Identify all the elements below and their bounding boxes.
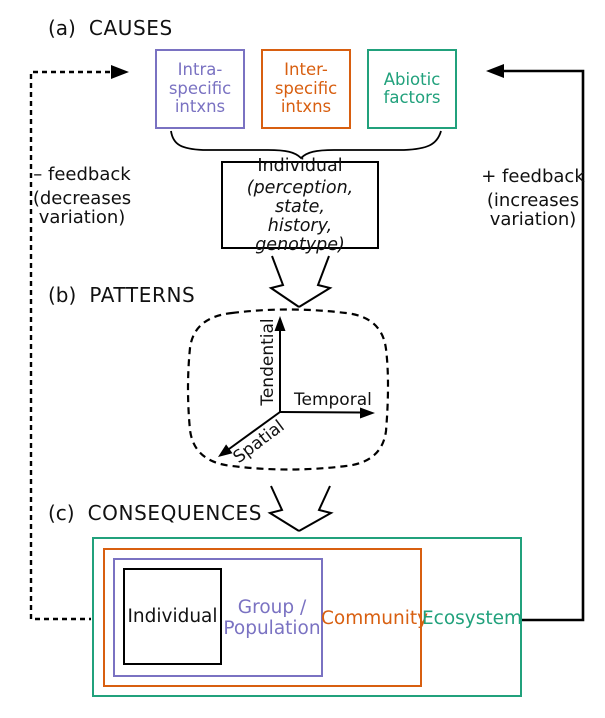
section-heading-patterns: (b) PATTERNS bbox=[48, 283, 195, 307]
section-title-consequences: CONSEQUENCES bbox=[87, 501, 263, 525]
label-line: Abiotic bbox=[383, 69, 441, 89]
label-line: Population bbox=[223, 618, 321, 639]
cause-box-abiotic-label: Abiotic factors bbox=[383, 69, 441, 108]
negative-feedback-line: (decreases bbox=[32, 188, 132, 209]
negative-feedback-title: – feedback bbox=[33, 164, 131, 185]
negative-feedback-line: variation) bbox=[38, 207, 126, 228]
consequences-box-individual: Individual bbox=[123, 568, 222, 665]
consequences-label-ecosystem: Ecosystem bbox=[421, 608, 523, 629]
label-line: Inter- bbox=[284, 60, 328, 80]
cause-box-interspecific: Inter- specific intxns bbox=[261, 49, 351, 129]
label-line: intxns bbox=[280, 97, 332, 117]
section-heading-causes: (a) CAUSES bbox=[48, 16, 173, 40]
down-arrow-consequences-left-stroke bbox=[267, 485, 300, 532]
label-line: Intra- bbox=[177, 60, 223, 80]
causes-brace bbox=[170, 130, 442, 160]
section-title-causes: CAUSES bbox=[88, 16, 173, 40]
down-arrow-patterns-right-stroke bbox=[298, 255, 333, 308]
label-line: factors bbox=[383, 88, 441, 107]
individual-box-title: Individual bbox=[257, 155, 343, 176]
negative-feedback-label: – feedback (decreases variation) bbox=[24, 165, 140, 227]
negative-feedback-arrowhead-icon bbox=[111, 65, 129, 79]
consequences-box-community bbox=[103, 548, 422, 687]
positive-feedback-title: + feedback bbox=[481, 166, 585, 187]
cause-box-interspecific-label: Inter- specific intxns bbox=[275, 61, 337, 117]
cause-box-intraspecific-label: Intra- specific intxns bbox=[169, 61, 231, 117]
detail-line: history, genotype) bbox=[255, 215, 345, 255]
axis-label-temporal: Temporal bbox=[294, 390, 372, 410]
section-title-patterns: PATTERNS bbox=[89, 283, 196, 307]
consequences-label-individual: Individual bbox=[127, 606, 218, 627]
label-line: specific bbox=[168, 78, 232, 98]
axis-label-tendential: Tendential bbox=[258, 318, 278, 406]
label-line: specific bbox=[274, 78, 338, 98]
individual-box: Individual (perception, state, history, … bbox=[221, 156, 379, 254]
down-arrow-consequences-right-stroke bbox=[298, 485, 334, 532]
section-index-c: (c) bbox=[48, 501, 75, 525]
section-index-b: (b) bbox=[48, 283, 77, 307]
positive-feedback-label: + feedback (increases variation) bbox=[481, 167, 585, 229]
label-line: Group / bbox=[237, 597, 307, 618]
down-arrow-patterns-left-stroke bbox=[268, 255, 300, 308]
individual-box-detail: (perception, state, history, genotype) bbox=[223, 177, 377, 255]
cause-box-abiotic: Abiotic factors bbox=[367, 49, 457, 129]
axis-temporal-line bbox=[279, 411, 363, 414]
positive-feedback-line: variation) bbox=[489, 209, 577, 230]
consequences-label-group-population: Group / Population bbox=[222, 597, 322, 639]
detail-line: (perception, state, bbox=[246, 177, 354, 217]
consequences-label-community: Community bbox=[321, 608, 429, 629]
axis-label-spatial: Spatial bbox=[229, 416, 289, 468]
section-index-a: (a) bbox=[48, 16, 76, 40]
cause-box-intraspecific: Intra- specific intxns bbox=[155, 49, 245, 129]
positive-feedback-arrowhead-icon bbox=[486, 64, 504, 78]
consequences-box-group-population bbox=[113, 558, 323, 677]
section-heading-consequences: (c) CONSEQUENCES bbox=[48, 501, 262, 525]
label-line: intxns bbox=[174, 97, 226, 117]
consequences-box-ecosystem bbox=[92, 537, 522, 697]
positive-feedback-line: (increases bbox=[486, 190, 580, 211]
